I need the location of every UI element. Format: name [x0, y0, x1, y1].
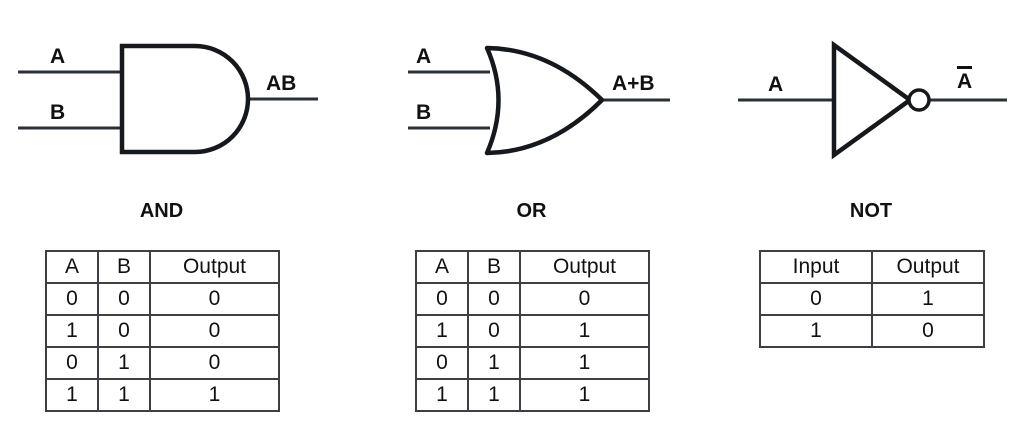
not-gate-title: NOT [849, 200, 893, 222]
gate-panel-or: A B A+B OR A B Output 0 0 0 [390, 0, 680, 440]
table-header-row: Input Output [759, 250, 985, 284]
or-gate-body [484, 45, 605, 156]
table-cell: 0 [97, 314, 151, 348]
table-cell: 1 [759, 314, 873, 348]
not-input-label: A [768, 73, 784, 96]
table-row: 1 0 0 [45, 314, 280, 348]
table-header-row: A B Output [415, 250, 650, 284]
and-input-label-a: A [50, 45, 66, 68]
gate-panel-and: A B AB AND A B Output 0 0 0 [0, 0, 340, 440]
table-row: 0 0 0 [45, 282, 280, 316]
table-cell: 0 [415, 346, 469, 380]
not-gate-shape [738, 40, 1007, 160]
table-cell: 0 [149, 346, 280, 380]
and-gate-body [119, 43, 251, 155]
table-cell: 1 [97, 378, 151, 412]
or-input-label-a: A [416, 45, 432, 68]
table-header-cell: A [415, 250, 469, 284]
table-cell: 0 [415, 282, 469, 316]
and-truth-table: A B Output 0 0 0 1 0 0 0 1 [45, 250, 280, 412]
table-header-cell: Input [759, 250, 873, 284]
or-truth-table: A B Output 0 0 0 1 0 1 0 1 [415, 250, 650, 412]
not-gate-triangle [831, 40, 914, 160]
inversion-bubble-icon [907, 88, 931, 112]
and-output-label: AB [266, 72, 297, 95]
gate-panel-not: A A NOT Input Output 0 1 [735, 0, 1030, 440]
table-cell: 0 [871, 314, 985, 348]
table-cell: 1 [415, 314, 469, 348]
or-gate-title: OR [516, 200, 547, 222]
table-cell: 0 [45, 282, 99, 316]
table-header-cell: Output [871, 250, 985, 284]
table-header-cell: B [97, 250, 151, 284]
table-cell: 0 [149, 314, 280, 348]
table-header-row: A B Output [45, 250, 280, 284]
table-header-cell: A [45, 250, 99, 284]
table-cell: 0 [97, 282, 151, 316]
table-cell: 1 [45, 314, 99, 348]
not-output-label: A [957, 66, 973, 93]
table-row: 1 1 1 [45, 378, 280, 412]
or-input-label-b: B [416, 101, 432, 124]
table-cell: 0 [467, 314, 521, 348]
or-output-label: A+B [612, 72, 655, 95]
and-gate-title: AND [139, 200, 184, 222]
table-cell: 1 [871, 282, 985, 316]
table-cell: 0 [149, 282, 280, 316]
table-row: 1 0 1 [415, 314, 650, 348]
table-cell: 1 [45, 378, 99, 412]
or-gate-shape [408, 45, 670, 156]
table-cell: 1 [97, 346, 151, 380]
table-row: 0 0 0 [415, 282, 650, 316]
table-cell: 1 [467, 378, 521, 412]
not-output-label-text: A [957, 70, 973, 93]
table-header-cell: Output [519, 250, 650, 284]
overbar-icon [957, 66, 973, 69]
table-row: 0 1 [759, 282, 985, 316]
table-cell: 1 [519, 346, 650, 380]
table-row: 0 1 0 [45, 346, 280, 380]
and-input-label-b: B [50, 101, 66, 124]
table-row: 1 0 [759, 314, 985, 348]
table-cell: 1 [519, 378, 650, 412]
table-header-cell: B [467, 250, 521, 284]
table-cell: 1 [519, 314, 650, 348]
table-cell: 0 [759, 282, 873, 316]
table-cell: 0 [519, 282, 650, 316]
table-cell: 0 [45, 346, 99, 380]
table-cell: 0 [467, 282, 521, 316]
table-cell: 1 [149, 378, 280, 412]
table-row: 1 1 1 [415, 378, 650, 412]
and-gate-shape [18, 43, 318, 155]
table-cell: 1 [467, 346, 521, 380]
table-header-cell: Output [149, 250, 280, 284]
not-truth-table: Input Output 0 1 1 0 [759, 250, 985, 348]
table-cell: 1 [415, 378, 469, 412]
table-row: 0 1 1 [415, 346, 650, 380]
